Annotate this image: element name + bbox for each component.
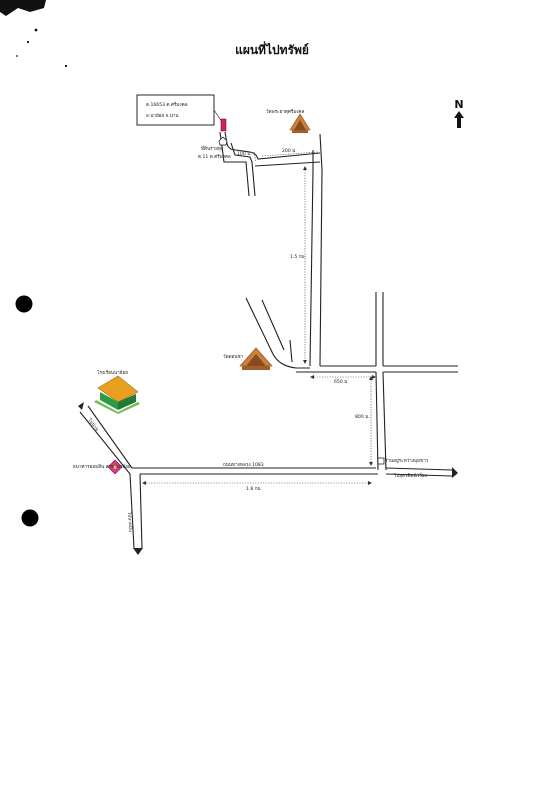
to-left-down-label: ไปนาหมื่น <box>126 511 135 533</box>
speck <box>26 40 30 44</box>
road-left-diag-east <box>87 405 133 469</box>
school-wall <box>100 392 118 410</box>
school-wall-side <box>118 394 136 410</box>
road-short-stub <box>289 339 293 363</box>
dim-arrow <box>303 166 307 170</box>
temple-north-label: วัดพระธาตุศรีมงคล <box>266 108 305 115</box>
house-pin-icon <box>218 136 228 146</box>
north-arrow: N <box>454 98 464 128</box>
road-top-lower <box>230 142 256 197</box>
road-east-ns-left <box>375 292 379 471</box>
punch-hole <box>21 509 39 527</box>
north-label: N <box>454 98 463 111</box>
temple-center-icon <box>239 347 273 370</box>
property-box: ต.16653 ต.ศรีมงคล อ.นาย้อย จ.น่าน <box>136 94 223 126</box>
dim-line-100m <box>253 151 257 163</box>
temple-center-label: วัดดอนชา <box>223 353 244 360</box>
road-diag-left-inner <box>261 299 285 351</box>
road-ns-east <box>319 133 323 367</box>
speck <box>34 28 38 32</box>
junction-note: ที่ดินรายทุ่ง <box>201 145 223 152</box>
speck <box>16 55 18 57</box>
temple-north-base <box>292 130 308 133</box>
roads <box>78 131 458 555</box>
dim-arrow <box>303 360 307 364</box>
distance-18km: 1.8 กม. <box>246 486 262 492</box>
dim-arrow <box>142 481 146 485</box>
dim-arrow <box>310 375 314 379</box>
to-right-label: ไปอุตรดิตถ์/เวียง <box>393 472 427 479</box>
road-diag-left <box>245 297 310 369</box>
speck <box>64 64 68 68</box>
junction-note-2: ต.11 ต.ศรีมงคล <box>198 153 231 160</box>
road-top-east <box>254 161 321 167</box>
property-marker-icon <box>220 118 227 132</box>
dim-arrow <box>369 376 373 380</box>
temple-north-roof-tier <box>294 120 306 130</box>
distance-800m: 800 ม. <box>355 414 370 420</box>
to-left-up-label: ไปน่าน <box>86 416 101 433</box>
road-northwest-arrow <box>78 402 84 410</box>
map-title: แผนที่ไปทรัพย์ <box>235 41 309 57</box>
school-label: โรงเรียนนาย้อย <box>97 369 128 376</box>
distance-200m: 200 ม. <box>282 148 297 154</box>
temple-center-base <box>242 366 270 370</box>
distance-markers <box>142 151 376 485</box>
dim-arrow <box>368 481 372 485</box>
bank-center-dot <box>113 465 117 469</box>
punch-hole <box>15 295 33 313</box>
health-center-icon <box>377 457 385 465</box>
scan-artifacts <box>0 0 68 527</box>
road-top-upper <box>224 131 321 160</box>
road-highway-bottom <box>140 473 453 477</box>
road-left-south-east <box>139 473 143 549</box>
road-highway-top <box>132 467 453 471</box>
highway-east-arrow <box>452 467 458 478</box>
dim-arrow <box>372 375 376 379</box>
corner-smudge <box>0 0 46 16</box>
property-box-line1: ต.16653 ต.ศรีมงคล <box>146 101 188 108</box>
distance-650m: 650 ม. <box>334 379 349 385</box>
road-east-ns-right <box>382 292 387 471</box>
property-leader-line <box>213 109 223 123</box>
school-ground <box>94 400 140 414</box>
health-center-label: ร้านอยู่ระหว่างมุมขาว <box>385 458 429 464</box>
school-icon <box>94 375 140 414</box>
road-south-arrow <box>133 548 143 555</box>
property-box-frame <box>136 94 215 126</box>
dim-arrow <box>369 462 373 466</box>
temple-north-icon <box>289 113 311 133</box>
road-ns-west <box>309 150 314 367</box>
temple-center-roof-tier <box>246 354 266 366</box>
school-roof <box>97 375 139 403</box>
bank-label: ธนาคารออมสิน สาขานาย้อย <box>73 464 131 470</box>
main-road-label: ถนนทางหลวง 1083 <box>223 462 264 468</box>
property-box-line2: อ.นาย้อย จ.น่าน <box>146 113 179 119</box>
distance-100m: 100 ม. <box>237 151 252 157</box>
bank-icon <box>107 459 123 475</box>
distance-15km: 1.5 กม. <box>290 254 306 260</box>
north-arrow-icon <box>454 111 464 128</box>
road-left-diag-west <box>79 411 135 549</box>
road-top-left <box>219 131 250 197</box>
